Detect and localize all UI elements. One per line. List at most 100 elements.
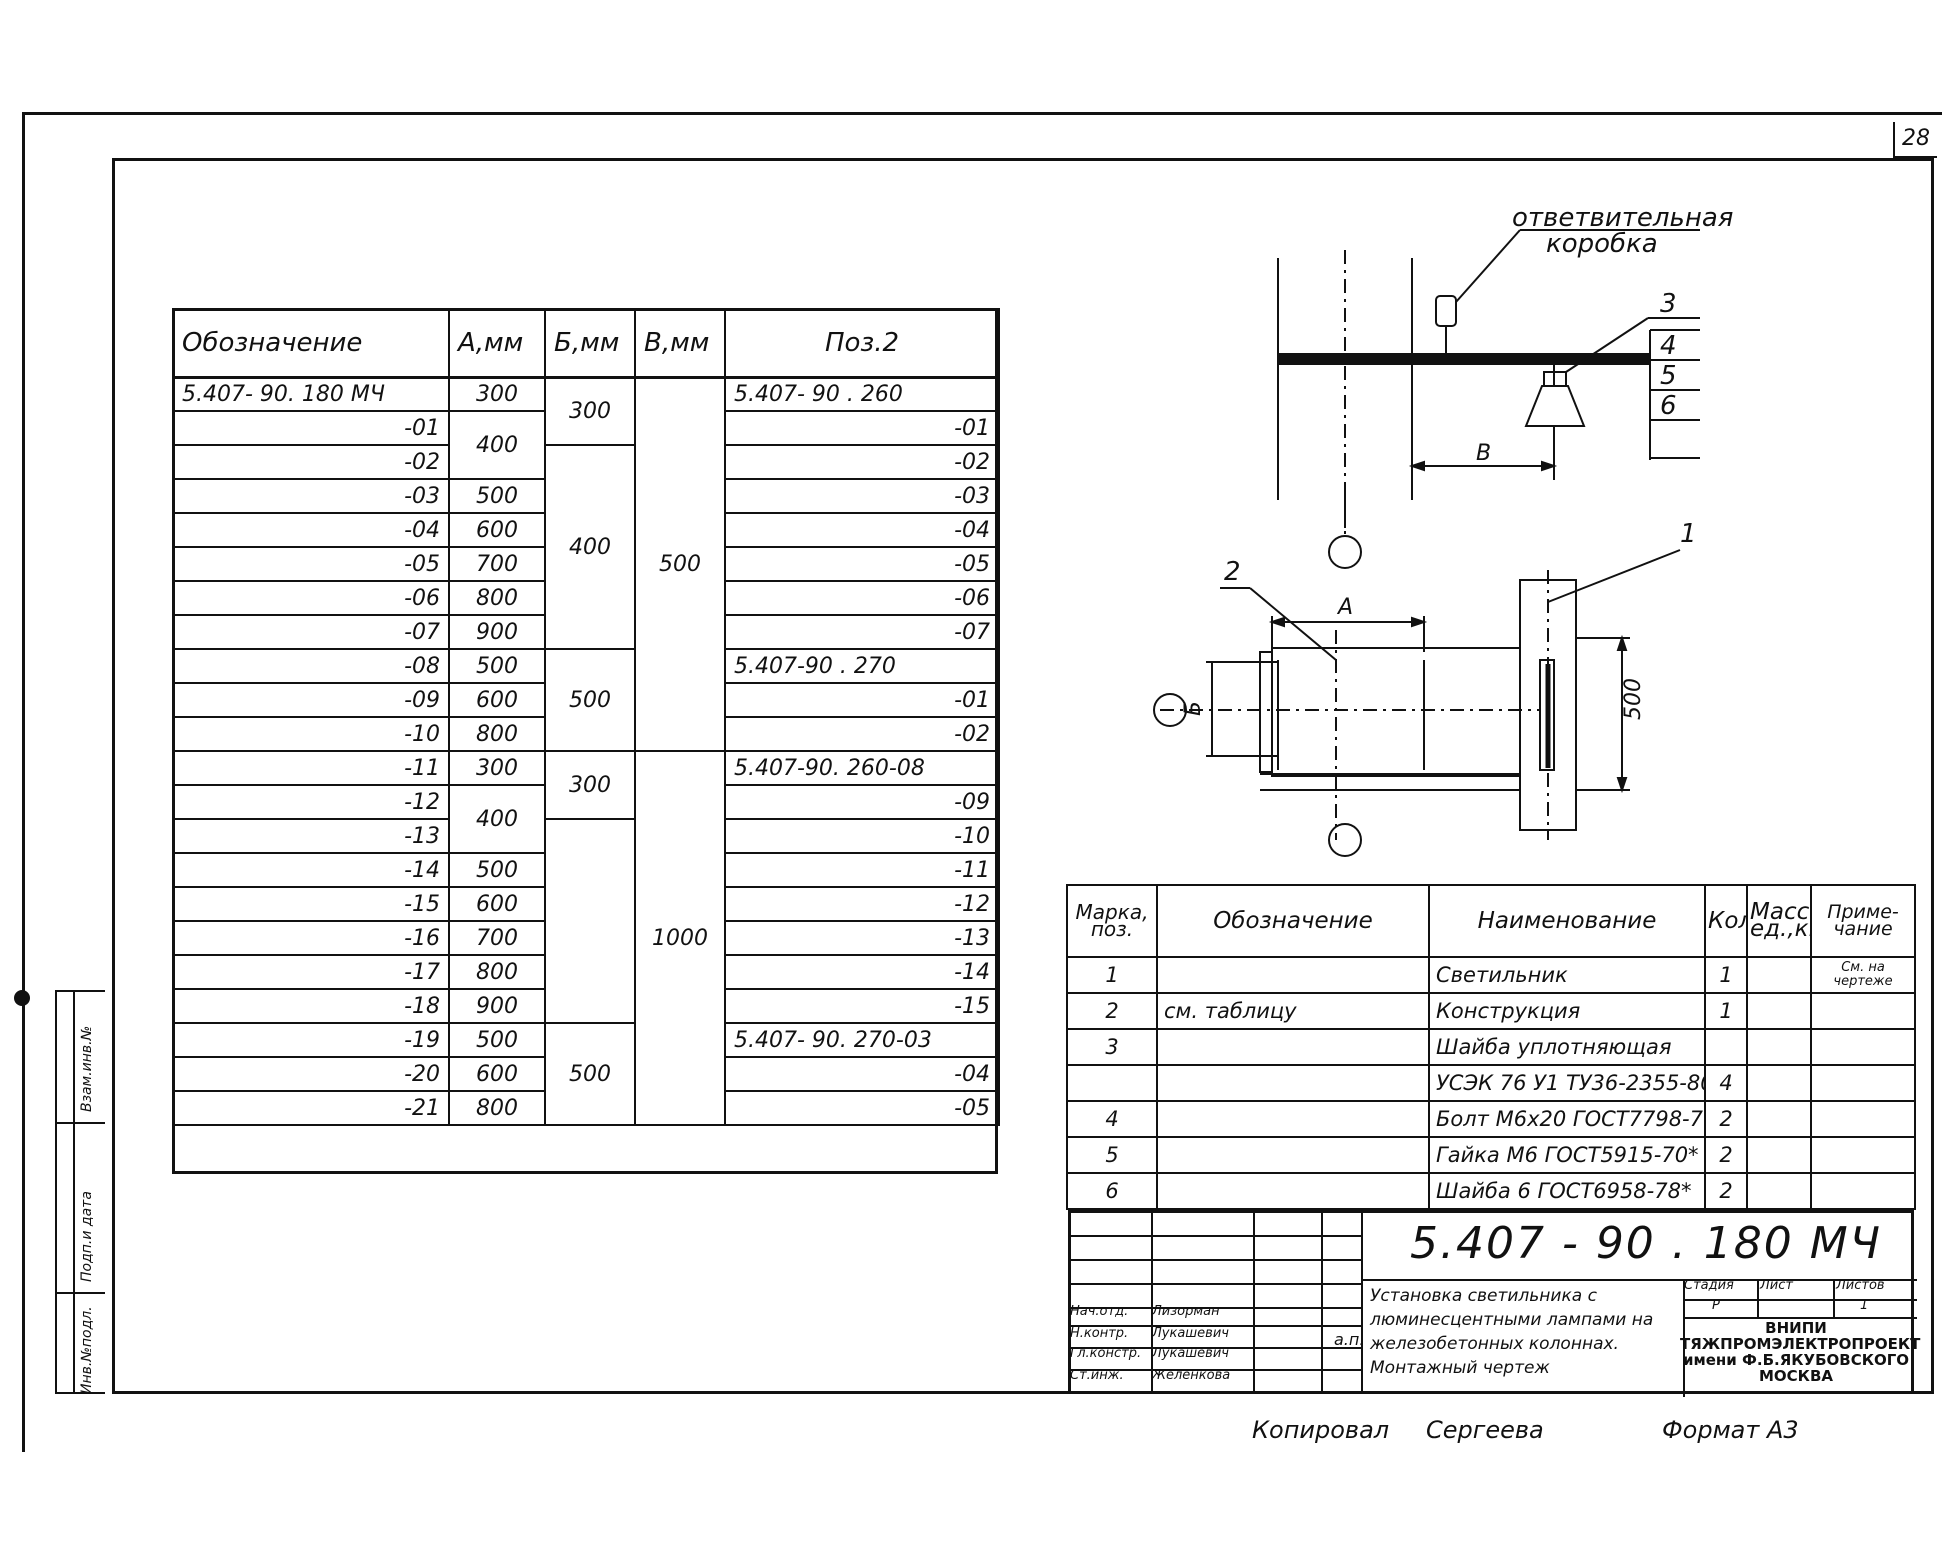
leader-5: 5	[1660, 361, 1677, 391]
cell-designation: -05	[172, 546, 450, 582]
spec-cell-name: Светильник	[1428, 956, 1706, 994]
approval-mark: а.п.	[1334, 1330, 1365, 1349]
spec-cell-name: Конструкция	[1428, 992, 1706, 1030]
side-stamp-strip: Инв.№подл. Подп.и дата Взам.инв.№	[55, 990, 105, 1394]
cell-designation: -15	[172, 886, 450, 922]
spec-cell-mass	[1746, 1100, 1812, 1138]
variants-table: Обозначение А,мм Б,мм В,мм Поз.2 5.407- …	[172, 308, 1000, 1126]
outer-frame	[22, 112, 1942, 1452]
box-label-line1: ответвительная	[1512, 203, 1733, 233]
cell-designation: -11	[172, 750, 450, 786]
spec-cell-name: Шайба 6 ГОСТ6958-78*	[1428, 1172, 1706, 1210]
title-block	[1068, 1210, 1917, 1397]
signature-name: Желенкова	[1152, 1368, 1231, 1383]
header-poz2: Поз.2	[724, 308, 1000, 379]
specification-table: Марка, поз. Обозначение Наименование Кол…	[1066, 884, 1916, 1210]
signature-name: Лукашевич	[1152, 1346, 1229, 1361]
cell-a-mm: 800	[448, 580, 546, 616]
cell-designation: -09	[172, 682, 450, 718]
cell-b-mm: 300	[544, 750, 636, 820]
cell-v-mm: 500	[634, 376, 726, 752]
document-title: Установка светильника с люминесцентными …	[1370, 1286, 1654, 1378]
punch-hole-mark	[14, 990, 30, 1006]
spec-cell-qty: 2	[1704, 1100, 1748, 1138]
spec-cell-note: См. на чертеже	[1810, 956, 1916, 994]
dim-bb-label: Б	[1181, 701, 1206, 716]
cell-designation: -01	[172, 410, 450, 446]
stage-value: Р	[1712, 1298, 1720, 1313]
cell-a-mm: 700	[448, 546, 546, 582]
cell-poz2: -01	[724, 410, 1000, 446]
copied-label: Копировал	[1252, 1416, 1390, 1444]
spec-header-mass: Масса ед.,кг	[1746, 884, 1812, 958]
cell-poz2: -10	[724, 818, 1000, 854]
cell-designation: -08	[172, 648, 450, 684]
cell-designation: -03	[172, 478, 450, 514]
cell-a-mm: 500	[448, 1022, 546, 1058]
cell-a-mm: 600	[448, 682, 546, 718]
cell-designation: -02	[172, 444, 450, 480]
cell-designation: -14	[172, 852, 450, 888]
cell-designation: -10	[172, 716, 450, 752]
spec-cell-mass	[1746, 1136, 1812, 1174]
cell-v-mm: 1000	[634, 750, 726, 1126]
header-v-mm: В,мм	[634, 308, 726, 379]
cell-b-mm: 500	[544, 648, 636, 752]
spec-cell-mass	[1746, 1028, 1812, 1066]
cell-a-mm: 600	[448, 1056, 546, 1092]
header-a-mm: А,мм	[448, 308, 546, 379]
cell-a-mm: 300	[448, 750, 546, 786]
cell-designation: -06	[172, 580, 450, 616]
spec-cell-designation	[1156, 1172, 1430, 1210]
spec-cell-qty: 2	[1704, 1172, 1748, 1210]
cell-designation: -04	[172, 512, 450, 548]
spec-cell-note	[1810, 1172, 1916, 1210]
spec-cell-qty: 2	[1704, 1136, 1748, 1174]
leader-1: 1	[1680, 519, 1697, 549]
cell-a-mm: 800	[448, 1090, 546, 1126]
sign-date-label: Подп.и дата	[79, 1191, 95, 1282]
cell-poz2: -01	[724, 682, 1000, 718]
cell-a-mm: 300	[448, 376, 546, 412]
cell-b-mm: 300	[544, 376, 636, 446]
cell-designation: -07	[172, 614, 450, 650]
cell-poz2: -05	[724, 1090, 1000, 1126]
spec-cell-designation	[1156, 956, 1430, 994]
spec-header-note: Приме- чание	[1810, 884, 1916, 958]
cell-a-mm: 600	[448, 512, 546, 548]
spec-cell-mass	[1746, 956, 1812, 994]
inv-no-label: Инв.№подл.	[79, 1306, 95, 1394]
box-label-line2: коробка	[1546, 229, 1658, 259]
document-code: 5.407 - 90 . 180 МЧ	[1410, 1218, 1882, 1269]
spec-cell-note	[1810, 1028, 1916, 1066]
leader-6: 6	[1660, 391, 1677, 421]
spec-cell-mass	[1746, 1064, 1812, 1102]
cell-poz2: -02	[724, 716, 1000, 752]
spec-cell-designation: см. таблицу	[1156, 992, 1430, 1030]
cell-designation: -13	[172, 818, 450, 854]
dim-500-label: 500	[1621, 678, 1646, 720]
spec-cell-name: Болт М6х20 ГОСТ7798-70*	[1428, 1100, 1706, 1138]
header-designation: Обозначение	[172, 308, 450, 379]
replace-inv-label: Взам.инв.№	[79, 1025, 95, 1112]
spec-cell-qty: 4	[1704, 1064, 1748, 1102]
cell-a-mm: 500	[448, 852, 546, 888]
spec-cell-pos: 2	[1066, 992, 1158, 1030]
spec-cell-name: УСЭК 76 У1 ТУ36-2355-80	[1428, 1064, 1706, 1102]
